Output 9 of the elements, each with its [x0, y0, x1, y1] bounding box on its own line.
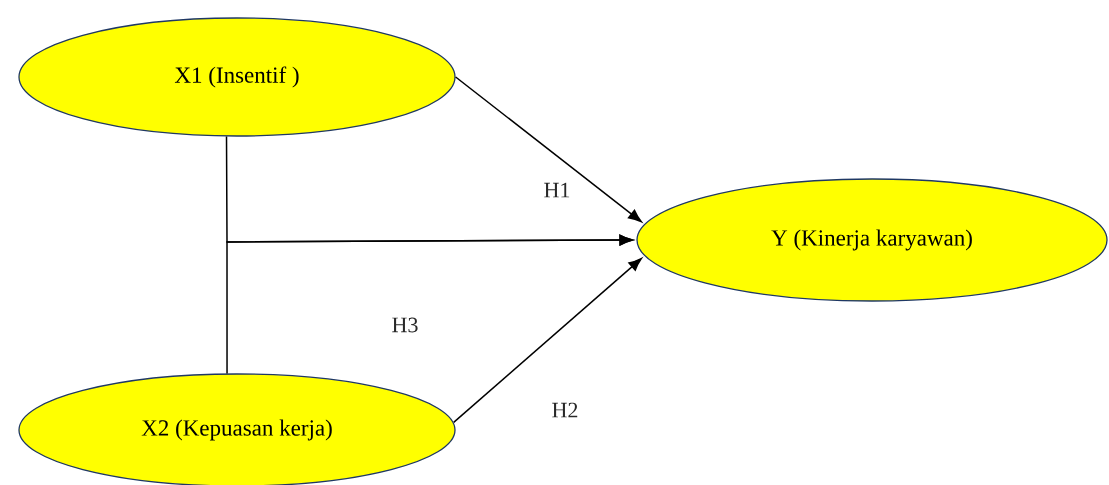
- ellipse-node: X2 (Kepuasan kerja): [18, 373, 456, 485]
- arrow: [454, 76, 642, 223]
- edge-label: H2: [550, 401, 580, 419]
- ellipse-node: X1 (Insentif ): [18, 17, 456, 137]
- ellipse-node: Y (Kinerja karyawan): [636, 178, 1108, 302]
- edge-label: H3: [390, 316, 420, 334]
- arrow: [452, 257, 642, 424]
- arrow: [226, 234, 633, 375]
- edge-label: H1: [542, 181, 572, 199]
